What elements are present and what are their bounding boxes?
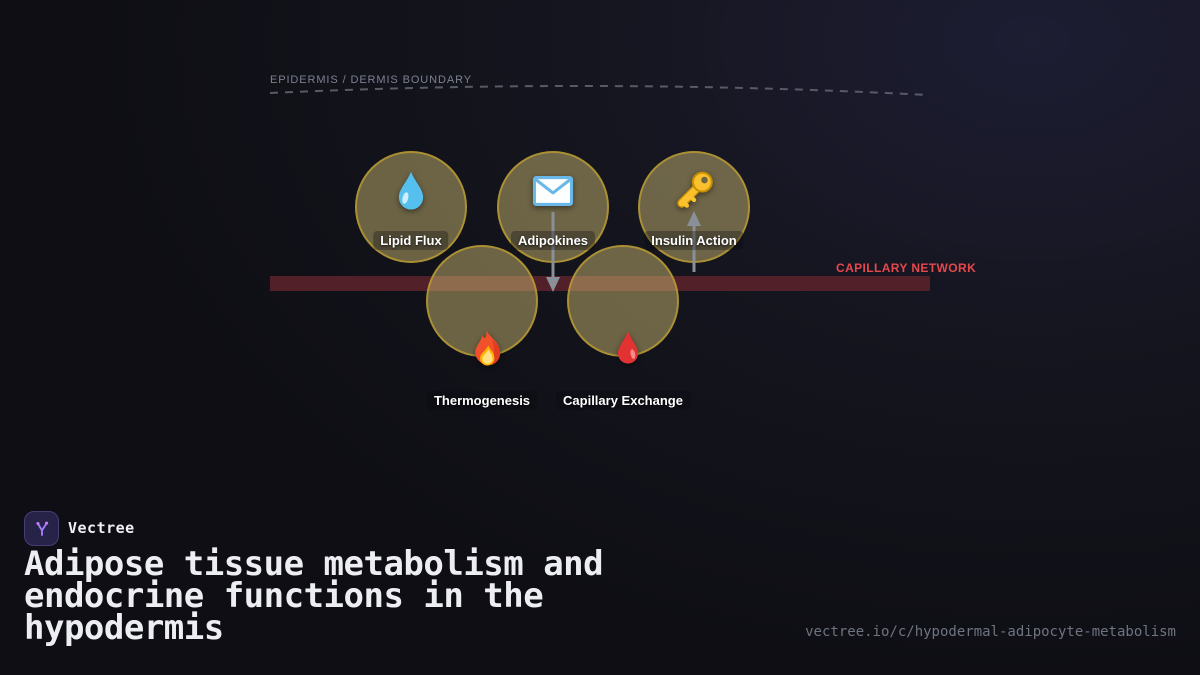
boundary-label: EPIDERMIS / DERMIS BOUNDARY [270,74,472,86]
blood-drop-icon [608,328,648,368]
brand-name: Vectree [68,519,135,537]
node-label-adipokines: Adipokines [510,231,596,250]
node-label-insulin-action: Insulin Action [644,231,744,250]
node-label-capillary-exchange: Capillary Exchange [556,391,690,410]
page-url: vectree.io/c/hypodermal-adipocyte-metabo… [805,624,1176,640]
capillary-network-label: CAPILLARY NETWORK [836,261,977,275]
droplet-icon [388,168,434,214]
branch-icon [35,521,48,536]
node-label-thermogenesis: Thermogenesis [426,391,538,410]
key-icon [671,168,717,214]
fire-icon [465,327,511,373]
vectree-logo [24,511,59,546]
node-label-lipid-flux: Lipid Flux [373,231,449,250]
envelope-icon [530,168,576,214]
page-title: Adipose tissue metabolism and endocrine … [24,544,604,648]
